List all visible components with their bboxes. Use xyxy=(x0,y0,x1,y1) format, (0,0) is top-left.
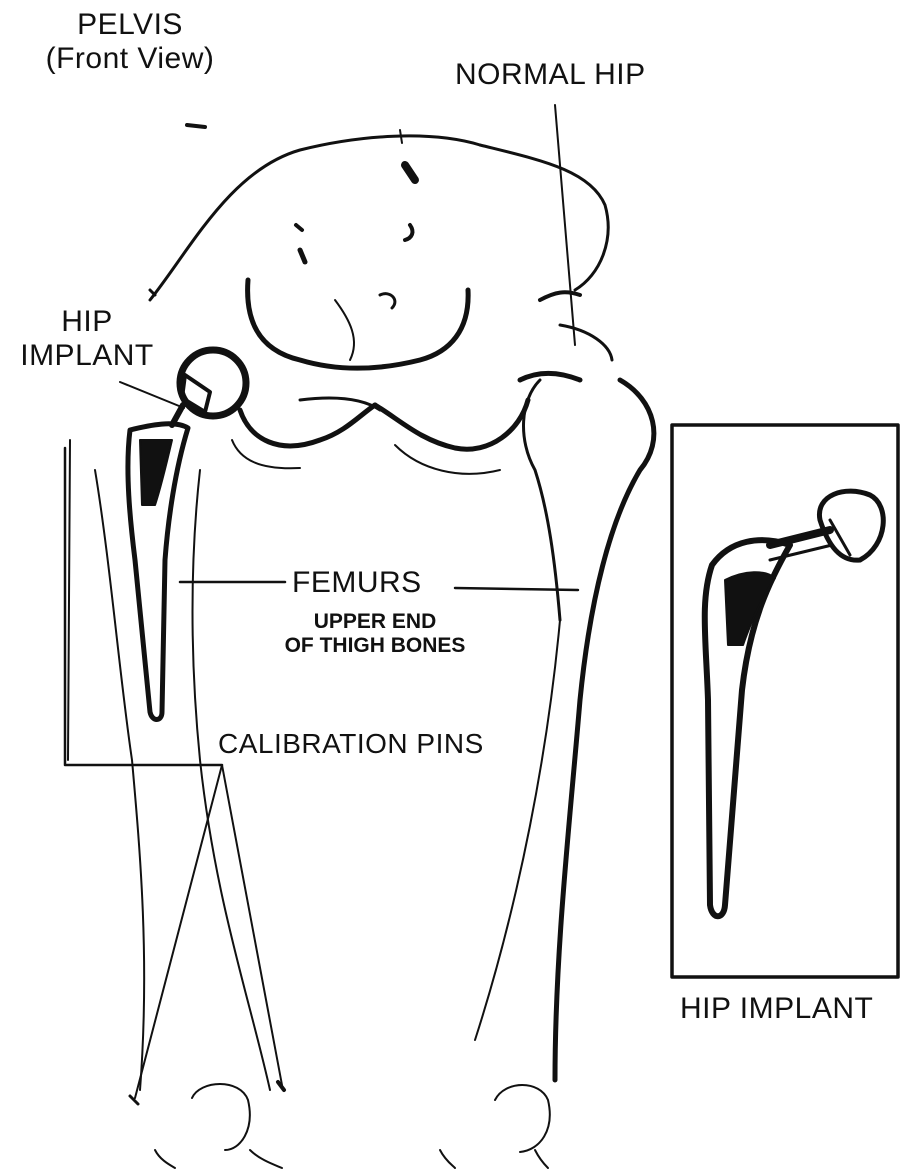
inset-box xyxy=(672,425,898,977)
femurs-sublabel-line2: OF THIGH BONES xyxy=(275,634,475,658)
pelvis-label: PELVIS (Front View) xyxy=(30,8,230,75)
normal-hip-label: NORMAL HIP xyxy=(455,58,646,92)
inset-implant-drawing xyxy=(705,491,884,916)
pelvis-label-line2: (Front View) xyxy=(30,42,230,76)
hip-implant-label: HIP IMPLANT xyxy=(2,305,172,372)
calibration-pins-label: CALIBRATION PINS xyxy=(218,728,484,759)
calibration-pins xyxy=(65,448,284,1104)
hip-implant-label-line1: HIP xyxy=(2,305,172,339)
hip-implant-label-line2: IMPLANT xyxy=(2,339,172,373)
femurs-sublabel-line1: UPPER END xyxy=(275,610,475,634)
inset-caption: HIP IMPLANT xyxy=(680,992,873,1026)
pelvis-label-line1: PELVIS xyxy=(30,8,230,42)
leader-lines xyxy=(120,105,578,590)
femurs-label: FEMURS xyxy=(292,566,422,600)
femurs-sublabel: UPPER END OF THIGH BONES xyxy=(275,610,475,657)
pelvis-drawing xyxy=(150,125,608,474)
